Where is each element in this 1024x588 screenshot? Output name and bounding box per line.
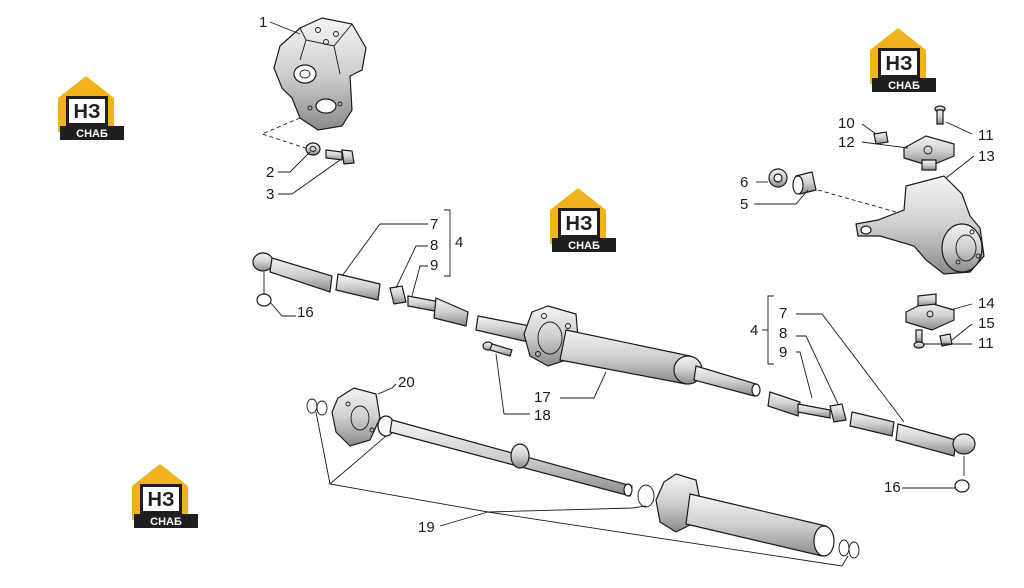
part-steering-cylinder-17 (475, 305, 761, 397)
callout-13: 13 (978, 148, 995, 165)
callout-3: 3 (266, 186, 274, 203)
part-bolt-11-top (934, 105, 946, 125)
part-bolt-18 (482, 341, 513, 357)
callout-6: 6 (740, 174, 748, 191)
watermark-mark: НЗ (886, 53, 913, 75)
callout-9-left: 9 (430, 257, 438, 274)
part-plug-10 (873, 131, 889, 145)
part-bolt-11-bottom (913, 329, 925, 349)
part-bushing-5 (792, 171, 817, 195)
watermark-mark: НЗ (566, 213, 593, 235)
callout-20: 20 (398, 374, 415, 391)
part-cap-14 (905, 293, 955, 331)
part-flange-20 (331, 387, 381, 447)
watermark-mark: НЗ (148, 489, 175, 511)
callout-8-right: 8 (779, 325, 787, 342)
watermark-logo-top-right: НЗ СНАБ (870, 28, 936, 92)
part-ball-joint-9-left (407, 295, 469, 327)
callout-8-left: 8 (430, 237, 438, 254)
callout-11-bottom: 11 (978, 335, 994, 352)
callout-12: 12 (838, 134, 855, 151)
callout-19: 19 (418, 519, 435, 536)
callout-16-right: 16 (884, 479, 901, 496)
part-cap-12 (903, 135, 955, 171)
part-knuckle-13 (855, 175, 985, 275)
part-nut-8-left (389, 285, 407, 305)
callout-1: 1 (259, 14, 267, 31)
part-bushing-6 (768, 168, 788, 188)
watermark-text: СНАБ (568, 240, 600, 252)
part-bolt-3 (325, 149, 355, 165)
part-nut-2 (305, 142, 321, 156)
leader-lines (269, 21, 975, 567)
callout-labels: 1 2 3 7 8 9 4 16 6 5 10 12 11 13 14 15 1… (259, 14, 995, 536)
callout-7-right: 7 (779, 305, 787, 322)
callout-9-right: 9 (779, 344, 787, 361)
callout-4-left: 4 (455, 234, 463, 251)
callout-15: 15 (978, 315, 995, 332)
callout-10: 10 (838, 115, 855, 132)
watermark-logo-center: НЗ СНАБ (550, 188, 616, 252)
part-tie-rod-right (849, 411, 976, 493)
watermark-mark: НЗ (74, 101, 101, 123)
callout-11-top: 11 (978, 127, 994, 144)
part-ball-joint-9-right (767, 391, 831, 419)
part-tie-rod-left (252, 252, 381, 307)
callout-14: 14 (978, 295, 995, 312)
callout-18: 18 (534, 407, 551, 424)
watermark-text: СНАБ (888, 80, 920, 92)
callout-17: 17 (534, 389, 551, 406)
part-nut-8-right (829, 403, 847, 423)
callout-16-left: 16 (297, 304, 314, 321)
watermark-logo-left: НЗ СНАБ (58, 76, 124, 140)
callout-2: 2 (266, 164, 274, 181)
part-knuckle-housing (273, 17, 367, 131)
watermark-logo-bottom-left: НЗ СНАБ (132, 464, 198, 528)
callout-4-right: 4 (750, 322, 758, 339)
callout-5: 5 (740, 196, 748, 213)
part-lower-cylinder-19 (306, 398, 860, 559)
callout-7-left: 7 (430, 216, 438, 233)
watermark-text: СНАБ (76, 128, 108, 140)
watermark-text: СНАБ (150, 516, 182, 528)
